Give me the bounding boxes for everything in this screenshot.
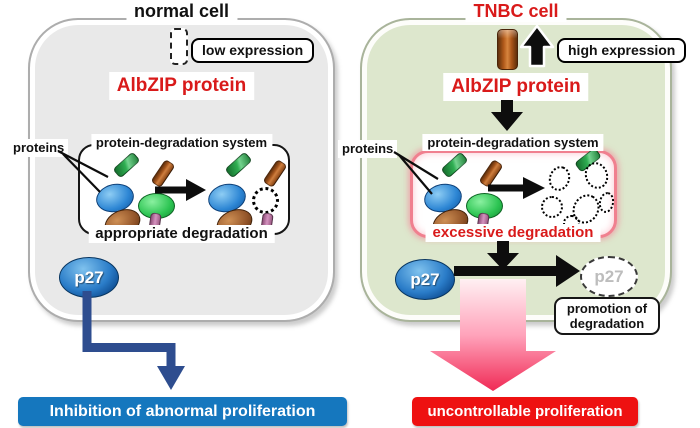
degradation-system-label-normal: protein-degradation system <box>90 134 273 151</box>
tnbc-cell-title: TNBC cell <box>465 1 567 22</box>
appropriate-degradation-label: appropriate degradation <box>88 225 275 243</box>
degraded-protein-outline-icon <box>541 196 563 218</box>
degraded-protein-outline-icon <box>252 187 279 214</box>
protein-cluster-after-normal <box>205 151 300 242</box>
albzip-low-level-icon <box>170 28 188 65</box>
low-expression-box: low expression <box>191 38 315 63</box>
p27-inhibition-arrowhead <box>157 366 185 390</box>
p27-degraded-outline: p27 <box>580 256 638 297</box>
normal-cell-body: normal cell low expression AlbZIP protei… <box>9 1 335 322</box>
degradation-system-label-tnbc: protein-degradation system <box>422 134 604 151</box>
tnbc-cell-body: TNBC cell high expression AlbZIP protein… <box>338 1 687 335</box>
high-expression-box: high expression <box>557 38 687 63</box>
brown-rod-icon <box>478 158 504 189</box>
albzip-high-level-icon <box>497 29 518 70</box>
p27-protein-tnbc: p27 <box>395 259 455 300</box>
promotion-of-degradation-box: promotion of degradation <box>554 297 660 335</box>
degraded-protein-outline-icon <box>545 163 574 194</box>
promotion-line-2: degradation <box>569 316 645 331</box>
normal-cell-title: normal cell <box>125 1 238 22</box>
p27-protein-normal: p27 <box>59 257 119 298</box>
brown-rod-icon <box>262 158 288 189</box>
outcome-banner-tnbc: uncontrollable proliferation <box>412 397 638 426</box>
outcome-banner-normal: Inhibition of abnormal proliferation <box>18 397 347 426</box>
brown-rod-icon <box>150 158 176 189</box>
degraded-protein-outline-icon <box>597 190 616 215</box>
albzip-protein-label-tnbc: AlbZIP protein <box>443 73 589 101</box>
proteins-label-normal: proteins <box>9 139 69 157</box>
excessive-degradation-label: excessive degradation <box>425 224 601 242</box>
proteins-label-tnbc: proteins <box>338 140 398 158</box>
albzip-protein-label-normal: AlbZIP protein <box>108 72 255 100</box>
promotion-line-1: promotion of <box>566 301 648 316</box>
